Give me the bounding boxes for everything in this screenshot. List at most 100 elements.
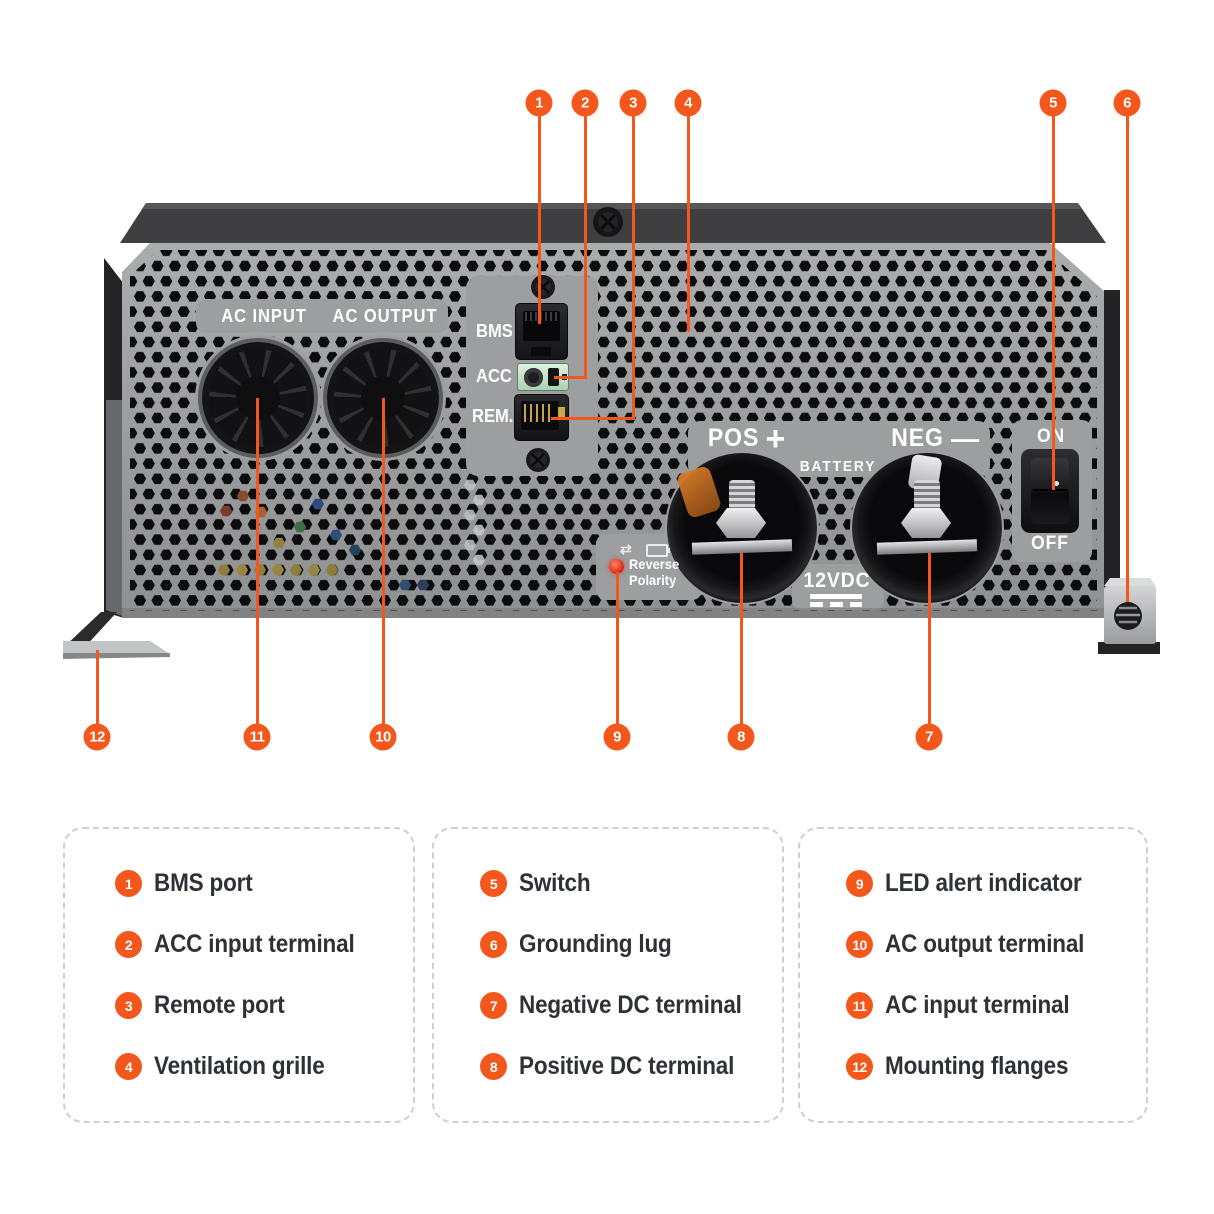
bms-label: BMS <box>476 321 513 341</box>
legend-label: Positive DC terminal <box>519 1052 735 1080</box>
legend-box-1: 1 BMS port 2 ACC input terminal 3 Remote po… <box>63 827 415 1123</box>
mounting-flange <box>63 612 170 659</box>
acc-label: ACC <box>476 366 512 386</box>
legend-badge: 4 <box>115 1053 142 1080</box>
legend-badge: 1 <box>115 870 142 897</box>
acc-slot <box>548 368 559 386</box>
legend-label: AC input terminal <box>885 991 1070 1019</box>
rj45-gold-tab <box>558 407 565 417</box>
legend-label: ACC input terminal <box>154 930 355 958</box>
terminal-nut <box>901 508 951 538</box>
on-label: ON <box>1036 426 1067 448</box>
legend-label: Remote port <box>154 991 285 1019</box>
screw <box>593 207 623 237</box>
legend-badge: 2 <box>115 931 142 958</box>
legend-item: 10 AC output terminal <box>846 930 1146 958</box>
legend-label: AC output terminal <box>885 930 1085 958</box>
callout-10: 10 <box>369 723 397 751</box>
callout-line-2 <box>583 116 587 379</box>
legend-badge: 12 <box>846 1053 873 1080</box>
legend-item: 2 ACC input terminal <box>115 930 413 958</box>
callout-line-6 <box>1125 116 1129 602</box>
callout-line-10 <box>381 398 385 724</box>
power-switch <box>1021 449 1079 533</box>
screw <box>531 275 555 299</box>
callout-2: 2 <box>571 89 599 117</box>
terminal-nut <box>716 508 766 538</box>
legend-item: 12 Mounting flanges <box>846 1052 1146 1080</box>
callout-7: 7 <box>915 723 943 751</box>
legend-badge: 3 <box>115 992 142 1019</box>
legend-badge: 11 <box>846 992 873 1019</box>
legend-label: Negative DC terminal <box>519 991 742 1019</box>
screw <box>526 448 550 472</box>
legend-label: Grounding lug <box>519 930 672 958</box>
legend-badge: 10 <box>846 931 873 958</box>
legend-badge: 7 <box>480 992 507 1019</box>
legend-label: Mounting flanges <box>885 1052 1069 1080</box>
grounding-lug <box>1098 578 1160 654</box>
legend-label: BMS port <box>154 869 253 897</box>
callout-line-2-h <box>554 376 585 379</box>
rj45-gold-pins <box>524 404 554 422</box>
reverse-polarity-label: Reverse Polarity <box>629 556 680 588</box>
legend-label: Ventilation grille <box>154 1052 325 1080</box>
callout-line-5 <box>1051 116 1055 490</box>
right-side-panel <box>1104 290 1120 592</box>
legend-item: 7 Negative DC terminal <box>480 991 782 1019</box>
minus-sign: — <box>951 422 979 454</box>
callout-6: 6 <box>1113 89 1141 117</box>
callout-1: 1 <box>525 89 553 117</box>
reverse-polarity-led <box>609 559 624 574</box>
acc-input-terminal <box>517 363 569 391</box>
ac-output-label: AC OUTPUT <box>332 306 438 326</box>
vdc-label: 12VDC <box>803 569 871 592</box>
callout-8: 8 <box>727 723 755 751</box>
ac-output-grommet <box>327 342 439 454</box>
legend-item: 1 BMS port <box>115 869 413 897</box>
rocker <box>1031 458 1069 524</box>
legend-item: 4 Ventilation grille <box>115 1052 413 1080</box>
battery-label: BATTERY <box>799 458 877 475</box>
fuse-element <box>675 464 723 520</box>
terminal-bolt <box>729 480 755 511</box>
legend-badge: 5 <box>480 870 507 897</box>
off-label: OFF <box>1031 533 1069 554</box>
callout-3: 3 <box>619 89 647 117</box>
callout-line-4 <box>686 116 690 332</box>
rem-label: REM. <box>472 406 514 426</box>
dc-symbol-solid <box>810 594 862 599</box>
callout-line-3-h <box>551 417 633 420</box>
neg-label: NEG— <box>891 422 979 454</box>
legend-label: Switch <box>519 869 591 897</box>
callout-4: 4 <box>674 89 702 117</box>
legend-item: 8 Positive DC terminal <box>480 1052 782 1080</box>
battery-icon <box>646 544 670 557</box>
rocker-dot <box>1054 481 1059 486</box>
legend-badge: 8 <box>480 1053 507 1080</box>
callout-line-3 <box>631 116 635 420</box>
legend-item: 5 Switch <box>480 869 782 897</box>
acc-wire-hole <box>524 368 543 387</box>
callout-line-8 <box>739 553 743 724</box>
plus-sign: + <box>765 419 787 458</box>
remote-port <box>514 394 569 441</box>
callout-9: 9 <box>603 723 631 751</box>
callout-line-11 <box>255 398 259 724</box>
callout-line-1 <box>537 116 541 324</box>
callout-5: 5 <box>1039 89 1067 117</box>
callout-line-12 <box>95 650 99 724</box>
legend-label: LED alert indicator <box>885 869 1082 897</box>
swap-arrows-icon: ⇄ <box>620 541 632 557</box>
dc-symbol-dashed <box>810 602 862 607</box>
callout-line-7 <box>927 553 931 724</box>
bms-port <box>515 303 568 360</box>
legend-item: 3 Remote port <box>115 991 413 1019</box>
terminal-bolt <box>914 480 940 511</box>
callout-12: 12 <box>83 723 111 751</box>
